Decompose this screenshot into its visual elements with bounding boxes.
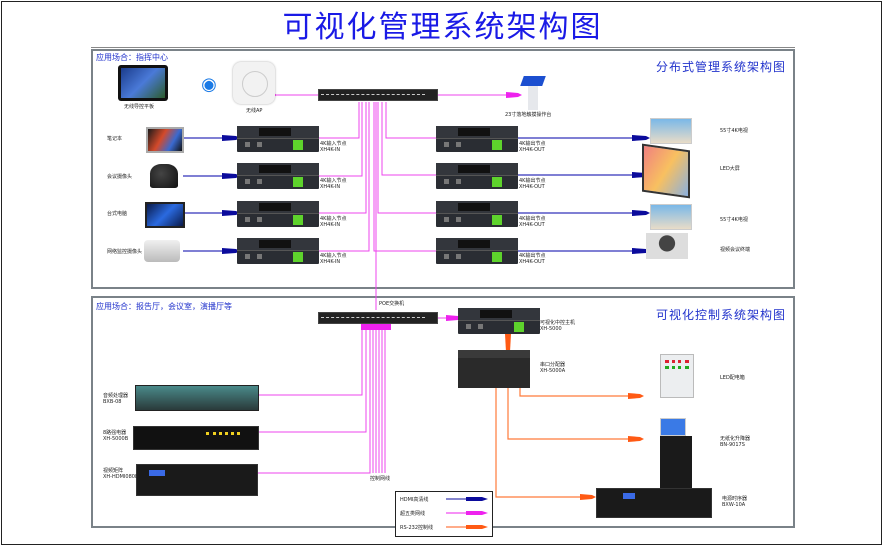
laptop-image [146, 127, 184, 153]
kiosk-image [520, 76, 546, 112]
power-relay-device [133, 426, 259, 450]
input-node-device [237, 238, 319, 264]
display-label: LED大屏 [720, 166, 740, 172]
hdmi-plug [632, 210, 650, 216]
video-conference-terminal-image [646, 233, 688, 259]
touch-panel-image [118, 65, 168, 101]
hdmi-plug [222, 173, 240, 179]
wifi-icon: ◉ [201, 74, 217, 95]
source-label: 台式电脑 [107, 211, 128, 217]
source-label: 会议摄像头 [107, 174, 133, 180]
display-label: 视频会议终端 [720, 247, 751, 253]
core-switch [318, 89, 438, 101]
legend-cat5e-swatch [446, 511, 488, 515]
legend: HDMI高清线 超五类网线 RS-232控制线 [395, 491, 493, 537]
input-node-device [237, 163, 319, 189]
input-node-device [237, 201, 319, 227]
control-host-device [458, 308, 540, 334]
hdmi-plug [222, 135, 240, 141]
legend-hdmi-swatch [446, 497, 488, 501]
hdmi-plug [222, 248, 240, 254]
legend-swatches [446, 497, 488, 529]
hdmi-plug [222, 210, 240, 216]
kiosk-label: 23寸落地触摸操作台 [505, 112, 552, 118]
wireless-ap-image [233, 62, 275, 104]
top-system-title: 分布式管理系统架构图 [656, 60, 787, 74]
display-label: 55寸4K电视 [720, 128, 748, 134]
input-node-device [237, 126, 319, 152]
output-node-device [436, 201, 518, 227]
lift-screen-image [660, 418, 686, 436]
title-divider [91, 47, 795, 48]
paperless-lift-image [660, 436, 692, 488]
desktop-pc-image [145, 202, 185, 228]
led-cabinet-label: LED配电箱 [720, 375, 745, 381]
led-wall-image [642, 143, 690, 199]
legend-rs232-label: RS-232控制线 [400, 525, 433, 531]
touch-panel-label: 无线导控平板 [124, 104, 155, 110]
bottom-scene-label: 应用场合：报告厅，会议室，演播厅等 [96, 302, 232, 311]
wireless-ap-label: 无线AP [246, 108, 263, 114]
serial-splitter-device [458, 350, 530, 388]
poe-switch-label: POE交换机 [379, 301, 405, 307]
tv-image [650, 118, 692, 144]
hdmi-plug [632, 248, 650, 254]
output-node-device [436, 126, 518, 152]
security-camera-image [144, 240, 180, 262]
legend-rs232-swatch [446, 525, 488, 529]
output-node-device [436, 238, 518, 264]
output-node-device [436, 163, 518, 189]
page-title: 可视化管理系统架构图 [282, 10, 603, 45]
bottom-system-title: 可视化控制系统架构图 [656, 308, 787, 322]
power-sequencer-device [596, 488, 712, 518]
source-label: 笔记本 [107, 136, 123, 142]
poe-switch [318, 312, 438, 324]
led-power-cabinet-image [660, 354, 694, 398]
video-matrix-device [136, 464, 258, 496]
control-net-label: 控制网线 [370, 476, 391, 482]
display-label: 55寸4K电视 [720, 217, 748, 223]
top-scene-label: 应用场合：指挥中心 [96, 53, 168, 62]
hdmi-plug [632, 135, 650, 141]
source-label: 网络监控摄像头 [107, 249, 143, 255]
legend-cat5e-label: 超五类网线 [400, 511, 426, 517]
audio-processor-device [135, 385, 259, 411]
legend-hdmi-label: HDMI高清线 [400, 497, 429, 503]
ptz-camera-image [150, 164, 178, 188]
tv-image [650, 204, 692, 230]
